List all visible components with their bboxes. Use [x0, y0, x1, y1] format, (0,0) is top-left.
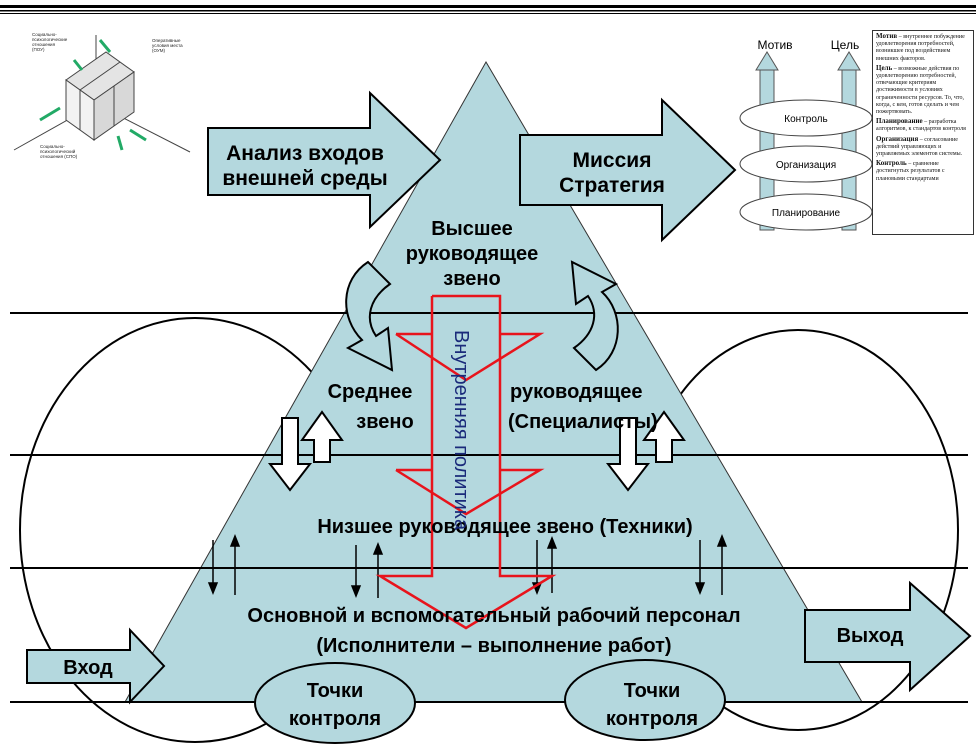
- motive-label: Мотив: [757, 38, 792, 52]
- cube-sketch: [13, 35, 191, 153]
- definitions-legend: Мотив – внутреннее побуждение удовлетвор…: [872, 30, 974, 235]
- internal-policy-arrow: [375, 294, 557, 630]
- low-level-label: Низшее руководящее звено (Техники): [317, 516, 692, 538]
- env-analysis-arrow: [207, 90, 442, 230]
- cycle-planning-label: Планирование: [772, 208, 841, 219]
- goal-label: Цель: [831, 38, 859, 52]
- control-point-right: [564, 659, 726, 741]
- vertical-exchange-left-icon: [267, 410, 344, 492]
- legend-item: Цель – возможные действия по удовлетворе…: [876, 63, 964, 116]
- input-arrow: [26, 627, 166, 705]
- curved-arrow-left-icon: [345, 260, 394, 372]
- output-label: Выход: [837, 625, 904, 647]
- legend-item: Контроль – сравнение достигнутых результ…: [876, 159, 945, 182]
- cycle-control-label: Контроль: [784, 114, 827, 125]
- internal-policy-label: Внутренняя политика: [450, 330, 472, 531]
- curved-arrow-right-icon: [570, 260, 619, 372]
- cycle-organization-label: Организация: [776, 160, 836, 171]
- level-lines: [10, 312, 968, 703]
- mission-arrow: [519, 97, 737, 243]
- legend-item: Планирование – разработка алгоритмов, к …: [876, 117, 966, 133]
- middle-level-right-label: руководящее(Специалисты): [508, 381, 658, 433]
- vertical-exchange-right-icon: [605, 410, 686, 492]
- output-arrow: [804, 580, 972, 693]
- legend-item: Организация – согласование действий упра…: [876, 134, 963, 158]
- control-point-left: [254, 662, 416, 744]
- base-level-label: Основной и вспомогательный рабочий персо…: [247, 605, 740, 657]
- legend-item: Мотив – внутреннее побуждение удовлетвор…: [876, 32, 965, 62]
- input-label: Вход: [63, 657, 113, 679]
- header-rule: [0, 5, 976, 14]
